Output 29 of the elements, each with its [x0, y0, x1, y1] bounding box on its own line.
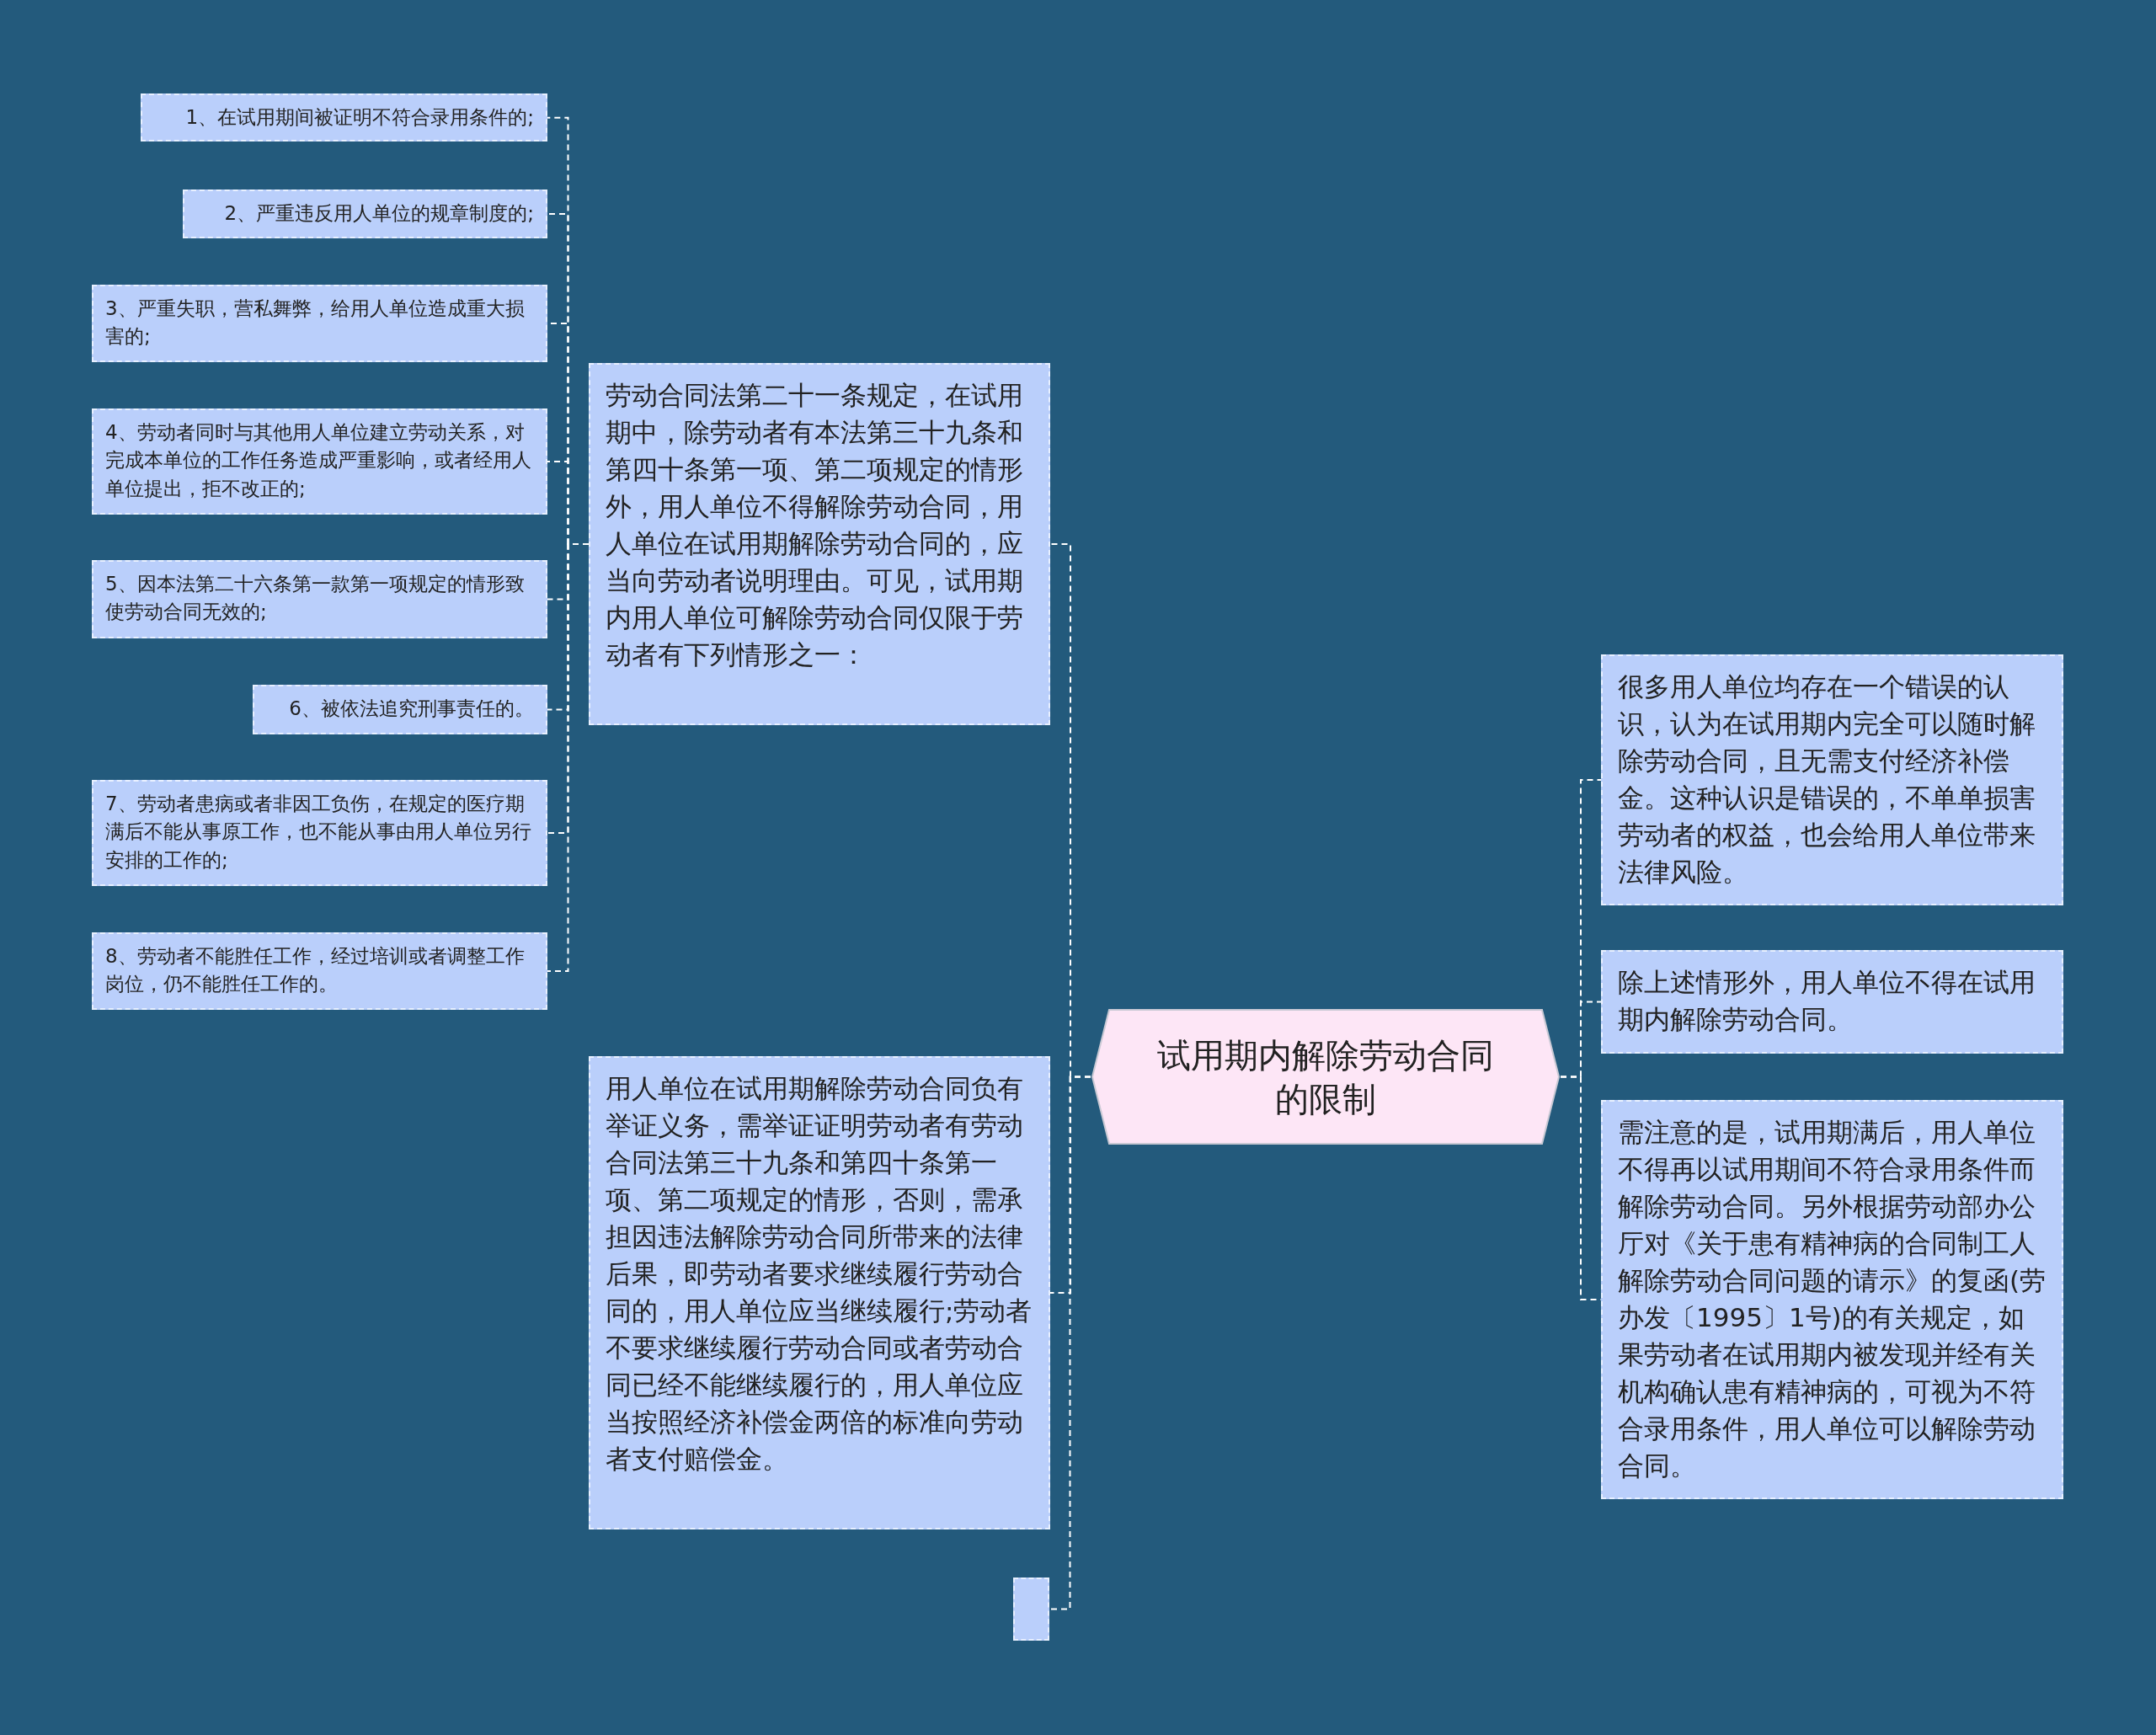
topic-text: 用人单位在试用期解除劳动合同负有举证义务，需举证证明劳动者有劳动合同法第三十九条和第四十条第一项、第二项规定的情形，否则，需承担因违法解除劳动合同所带来的法律后果，即劳动者要求继续履行劳动合同的，用人单位应当继续履行;劳动者不要求继续履行劳动合同或者劳动合同已经不能继续履行的，用人单位应当按照经济补偿金两倍的标准向劳动者支付赔偿金。 — [606, 1072, 1033, 1476]
topic-text: 2、严重违反用人单位的规章制度的; — [223, 201, 534, 226]
topic-box — [141, 93, 547, 142]
topic-text: 很多用人单位均存在一个错误的认识，认为在试用期内完全可以随时解除劳动合同，且无需支付经济补偿金。这种认识是错误的，不单单损害劳动者的权益，也会给用人单位带来法律风险。 — [1618, 670, 2036, 889]
topic-text: 劳动合同法第二十一条规定，在试用期中，除劳动者有本法第三十九条和第四十条第一项、第二项规定的情形外，用人单位不得解除劳动合同，用人单位在试用期解除劳动合同的，应当向劳动者说明理由。可见，试用期内用人单位可解除劳动合同仅限于劳动者有下列情形之一： — [606, 379, 1024, 672]
topic-text: 5、因本法第二十六条第一款第一项规定的情形致使劳动合同无效的; — [105, 572, 526, 625]
topic-box — [92, 408, 547, 515]
topic-text: 8、劳动者不能胜任工作，经过培训或者调整工作岗位，仍不能胜任工作的。 — [105, 944, 526, 997]
topic-box — [92, 285, 547, 362]
topic-text: 4、劳动者同时与其他用人单位建立劳动关系，对完成本单位的工作任务造成严重影响，或者经用人单位提出，拒不改正的; — [105, 420, 532, 501]
topic-text: 7、劳动者患病或者非因工负伤，在规定的医疗期满后不能从事原工作，也不能从事由用人单位另行安排的工作的; — [105, 792, 532, 873]
topic-text: 除上述情形外，用人单位不得在试用期内解除劳动合同。 — [1618, 966, 2036, 1036]
topic-text: 6、被依法追究刑事责任的。 — [288, 697, 534, 721]
topic-text: 需注意的是，试用期满后，用人单位不得再以试用期间不符合录用条件而解除劳动合同。另外根据劳动部办公厅对《关于患有精神病的合同制工人解除劳动合同问题的请示》的复函(劳办发〔1995〕1号)的有关规定，如果劳动者在试用期内被发现并经有关机构确认患有精神病的，可视为不符合录用条件，用人单位可以解除劳动合同。 — [1618, 1116, 2047, 1483]
topic-box — [92, 560, 547, 638]
topic-box — [589, 363, 1050, 725]
topic-box — [183, 190, 547, 238]
central-topic-hexagon — [1091, 1008, 1561, 1145]
topic-box — [589, 1056, 1050, 1529]
central-topic-text: 试用期内解除劳动合同的限制 — [1156, 1034, 1495, 1120]
topic-box — [92, 780, 547, 886]
topic-box — [253, 685, 547, 734]
connector-line — [1049, 1076, 1091, 1610]
topic-box — [1601, 950, 2063, 1054]
empty-box — [1013, 1578, 1049, 1641]
topic-text: 1、在试用期间被证明不符合录用条件的; — [184, 105, 534, 130]
topic-box — [1601, 654, 2063, 905]
topic-text: 3、严重失职，营私舞弊，给用人单位造成重大损害的; — [105, 296, 526, 350]
topic-box — [92, 932, 547, 1010]
